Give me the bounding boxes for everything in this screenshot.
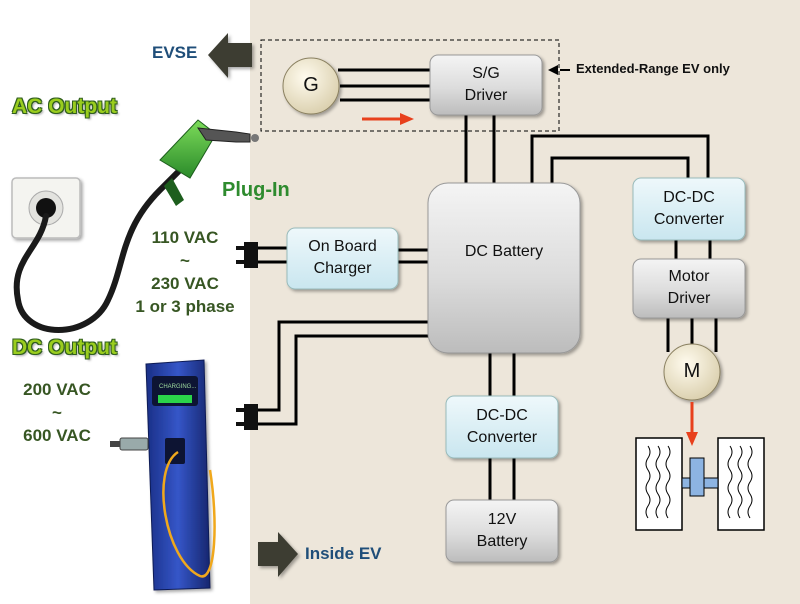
dcdc-bottom-line-1: DC-DC: [476, 407, 528, 424]
drive-arrow-red: [686, 402, 698, 446]
wheel-axle-assembly: [635, 437, 765, 531]
dcdc-top-label: DC-DC Converter: [633, 187, 745, 231]
ac-spec-line-1: 110 VAC: [151, 228, 219, 247]
dc-battery-label: DC Battery: [464, 243, 544, 260]
dcdc-converter-top-box: [632, 177, 746, 241]
on-board-charger-label: On Board Charger: [287, 236, 398, 280]
extended-range-label: Extended-Range EV only: [576, 61, 730, 76]
motor-driver-line-2: Driver: [667, 290, 711, 307]
ac-spec-line-3: 230 VAC: [151, 274, 219, 293]
ac-nozzle-image: [159, 119, 259, 206]
evse-label: EVSE: [152, 43, 198, 62]
sg-driver-line-2: Driver: [464, 87, 508, 104]
motor-driver-box: [632, 258, 746, 319]
ac-cable-image: [13, 167, 183, 333]
wall-socket-image: [11, 177, 81, 239]
dcdc-bottom-label: DC-DC Converter: [446, 405, 558, 449]
battery-12v-label: 12V Battery: [446, 509, 558, 553]
extended-range-arrow: [548, 65, 570, 75]
generator-label: G: [303, 74, 319, 96]
evse-arrow: [208, 33, 252, 78]
sg-driver-box: [429, 54, 543, 116]
ac-plug-connector: [236, 242, 258, 268]
flow-arrow-red: [362, 113, 414, 125]
dc-voltage-specs: 200 VAC ~ 600 VAC: [12, 378, 102, 447]
ac-spec-line-4: 1 or 3 phase: [135, 297, 235, 316]
generator-circle: [282, 57, 340, 115]
motor-circle: [663, 343, 721, 401]
inside-ev-label: Inside EV: [305, 544, 382, 563]
ac-output-title: AC Output: [12, 95, 117, 118]
motor-label: M: [683, 360, 701, 382]
ac-spec-line-2: ~: [180, 251, 190, 270]
dc-spec-line-3: 600 VAC: [23, 426, 91, 445]
sg-driver-line-1: S/G: [472, 65, 500, 82]
dcdc-converter-bottom-box: [445, 395, 559, 459]
battery-12v-box: [445, 499, 559, 563]
dcdc-bottom-line-2: Converter: [466, 429, 538, 446]
plug-in-label: Plug-In: [222, 179, 290, 201]
ac-voltage-specs: 110 VAC ~ 230 VAC 1 or 3 phase: [130, 226, 240, 318]
inside-ev-arrow: [258, 532, 298, 577]
dc-battery-box: [427, 182, 581, 354]
charger-line-1: On Board: [308, 238, 377, 255]
on-board-charger-box: [286, 227, 399, 290]
dc-spec-line-1: 200 VAC: [23, 380, 91, 399]
dc-spec-line-2: ~: [52, 403, 62, 422]
dc-charging-station-image: [110, 359, 216, 591]
charger-line-2: Charger: [313, 260, 372, 277]
wiring: [258, 68, 718, 500]
motor-driver-line-1: Motor: [668, 268, 710, 285]
extended-range-group: [260, 39, 560, 132]
sg-driver-label: S/G Driver: [430, 63, 542, 107]
battery-12v-line-1: 12V: [487, 511, 517, 528]
charging-screen-text: CHARGING...: [159, 384, 197, 390]
dcdc-top-line-2: Converter: [653, 211, 725, 228]
dc-output-title: DC Output: [12, 336, 117, 359]
dcdc-top-line-1: DC-DC: [663, 189, 715, 206]
dc-plug-connector: [236, 404, 258, 430]
battery-12v-line-2: Battery: [476, 533, 528, 550]
motor-driver-label: Motor Driver: [633, 266, 745, 310]
